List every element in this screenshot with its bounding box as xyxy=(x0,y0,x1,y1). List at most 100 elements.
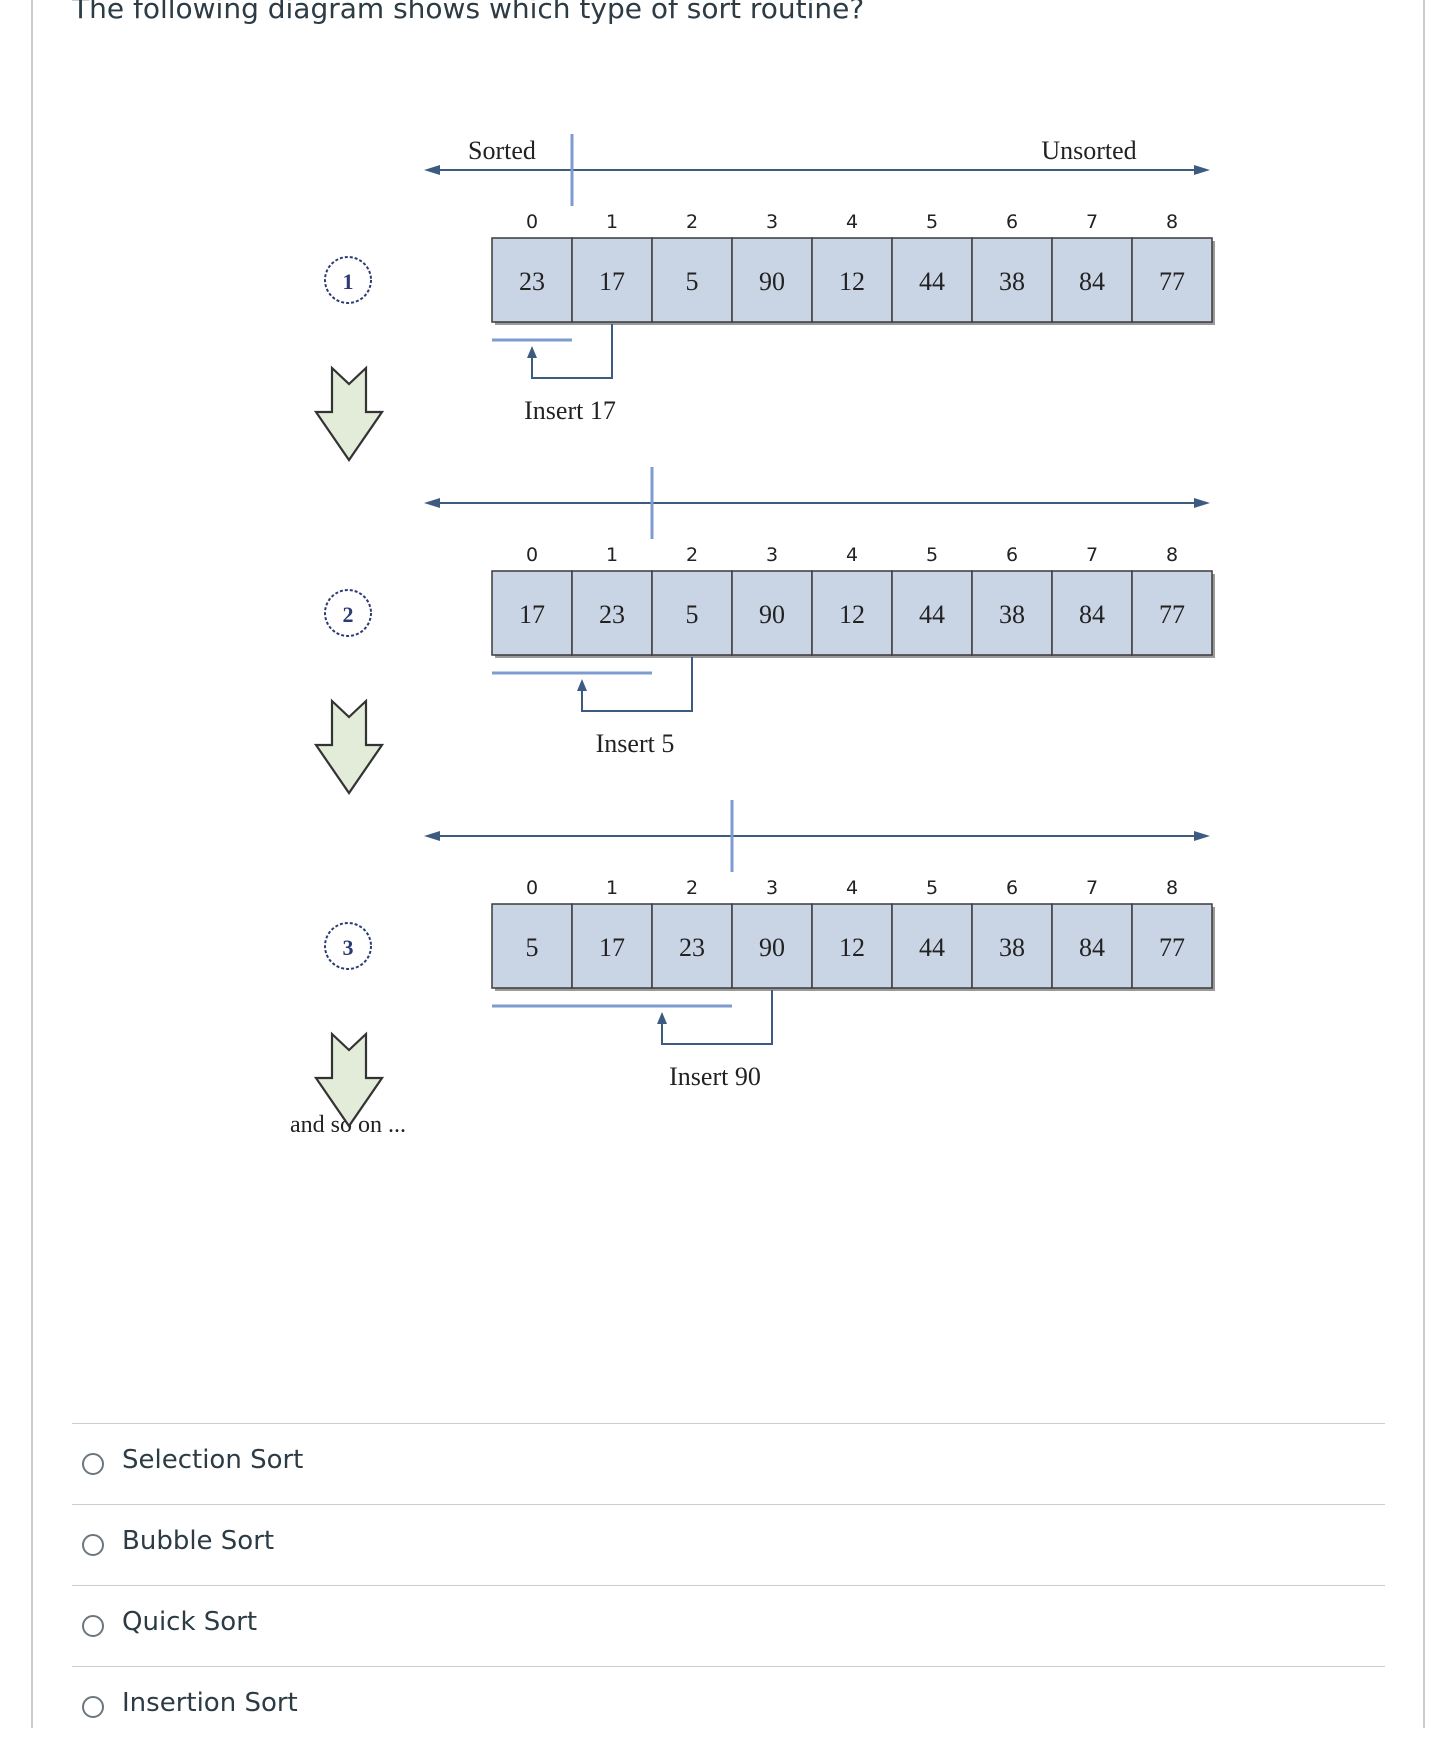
index-label: 7 xyxy=(1086,877,1098,899)
cell-value: 77 xyxy=(1159,933,1185,962)
array-cell xyxy=(1051,237,1133,323)
step-circle: 2 xyxy=(324,589,372,637)
array-cell xyxy=(491,237,573,323)
index-label: 1 xyxy=(606,544,618,566)
cell-value: 44 xyxy=(919,267,945,296)
axis-right-arrowhead xyxy=(1194,498,1210,508)
cell-value: 12 xyxy=(839,267,865,296)
array-cell xyxy=(731,903,813,989)
unsorted-label: Unsorted xyxy=(1041,136,1136,165)
index-label: 8 xyxy=(1166,544,1178,566)
cell-value: 5 xyxy=(526,933,539,962)
index-label: 5 xyxy=(926,877,938,899)
index-label: 4 xyxy=(846,877,858,899)
cell-value: 84 xyxy=(1079,933,1105,962)
array-cell xyxy=(1051,903,1133,989)
cell-value: 77 xyxy=(1159,267,1185,296)
insert-label: Insert 5 xyxy=(596,729,675,758)
array-cell xyxy=(651,237,733,323)
cell-value: 38 xyxy=(999,600,1025,629)
index-label: 3 xyxy=(766,211,778,233)
cell-value: 38 xyxy=(999,267,1025,296)
radio-button[interactable] xyxy=(82,1696,104,1718)
index-label: 2 xyxy=(686,877,698,899)
array-cell xyxy=(891,903,973,989)
insert-arrowhead xyxy=(577,679,587,691)
answer-label[interactable]: Quick Sort xyxy=(122,1607,258,1637)
question-text: The following diagram shows which type o… xyxy=(72,0,865,25)
index-label: 3 xyxy=(766,877,778,899)
index-label: 0 xyxy=(526,544,538,566)
insert-arrowhead xyxy=(657,1012,667,1024)
cell-value: 23 xyxy=(519,267,545,296)
answer-option[interactable]: Selection Sort xyxy=(72,1423,1385,1504)
index-label: 6 xyxy=(1006,211,1018,233)
cell-value: 84 xyxy=(1079,267,1105,296)
index-label: 6 xyxy=(1006,877,1018,899)
radio-button[interactable] xyxy=(82,1615,104,1637)
array-cell xyxy=(971,570,1053,656)
cell-value: 23 xyxy=(679,933,705,962)
question-panel xyxy=(31,0,1425,1728)
array-cell xyxy=(491,570,573,656)
cell-value: 90 xyxy=(759,933,785,962)
array-cell xyxy=(571,903,653,989)
down-arrow-icon xyxy=(313,698,385,795)
down-arrow-icon xyxy=(313,1031,385,1128)
insert-label: Insert 90 xyxy=(669,1062,761,1091)
answer-option[interactable]: Quick Sort xyxy=(72,1585,1385,1666)
radio-button[interactable] xyxy=(82,1453,104,1475)
index-label: 6 xyxy=(1006,544,1018,566)
index-label: 1 xyxy=(606,211,618,233)
svg-text:2: 2 xyxy=(343,602,354,627)
array-cell xyxy=(651,570,733,656)
array-cell xyxy=(1051,570,1133,656)
svg-text:3: 3 xyxy=(343,935,354,960)
cell-value: 90 xyxy=(759,600,785,629)
axis-left-arrowhead xyxy=(424,498,440,508)
array-cell xyxy=(1131,903,1213,989)
cell-value: 77 xyxy=(1159,600,1185,629)
answer-label[interactable]: Insertion Sort xyxy=(122,1688,298,1718)
array-cell xyxy=(971,237,1053,323)
array-cell xyxy=(811,237,893,323)
array-cell xyxy=(811,570,893,656)
array-cell xyxy=(731,237,813,323)
cell-value: 5 xyxy=(686,600,699,629)
index-label: 2 xyxy=(686,544,698,566)
index-label: 8 xyxy=(1166,877,1178,899)
index-label: 3 xyxy=(766,544,778,566)
answer-label[interactable]: Bubble Sort xyxy=(122,1526,275,1556)
array-cell xyxy=(731,570,813,656)
answer-option[interactable]: Bubble Sort xyxy=(72,1504,1385,1585)
array-cell xyxy=(891,237,973,323)
cell-value: 84 xyxy=(1079,600,1105,629)
array-cell xyxy=(891,570,973,656)
answer-option[interactable]: Insertion Sort xyxy=(72,1666,1385,1747)
index-label: 5 xyxy=(926,211,938,233)
array-cell xyxy=(1131,570,1213,656)
cell-value: 17 xyxy=(599,267,625,296)
radio-button[interactable] xyxy=(82,1534,104,1556)
index-label: 5 xyxy=(926,544,938,566)
sorted-label: Sorted xyxy=(468,136,536,165)
array-cell xyxy=(1131,237,1213,323)
cell-value: 90 xyxy=(759,267,785,296)
axis-left-arrowhead xyxy=(424,831,440,841)
cell-value: 17 xyxy=(599,933,625,962)
index-label: 0 xyxy=(526,877,538,899)
index-label: 0 xyxy=(526,211,538,233)
svg-text:1: 1 xyxy=(343,269,354,294)
index-label: 4 xyxy=(846,211,858,233)
index-label: 4 xyxy=(846,544,858,566)
index-label: 2 xyxy=(686,211,698,233)
down-arrow-icon xyxy=(313,365,385,462)
answer-label[interactable]: Selection Sort xyxy=(122,1445,304,1475)
cell-value: 44 xyxy=(919,933,945,962)
step-circle: 1 xyxy=(324,256,372,304)
cell-value: 44 xyxy=(919,600,945,629)
insert-arrowhead xyxy=(527,346,537,358)
